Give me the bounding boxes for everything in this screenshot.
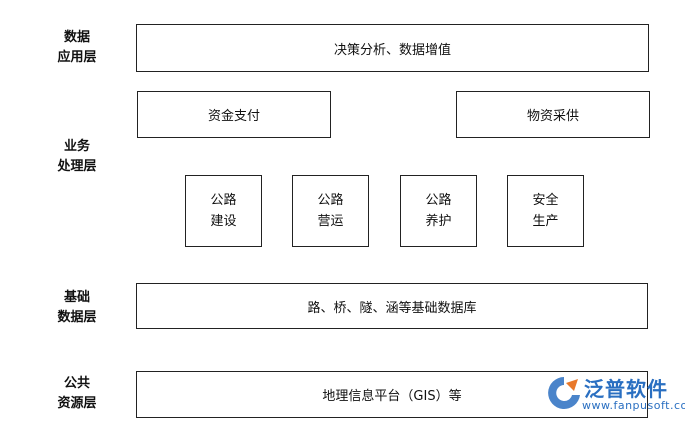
funds-payment-label: 资金支付 [207,109,260,124]
funds-payment-box: 资金支付 [137,91,331,138]
layer-label-app: 数据 应用层 [57,30,97,65]
gis-platform-label: 地理信息平台（GIS）等 [322,389,462,404]
watermark-url: www.fanpusoft.com [582,399,685,412]
decision-analysis-label: 决策分析、数据增值 [333,42,451,58]
road-operation-line1: 公路 [317,193,344,208]
layer-label-public: 公共 资源层 [57,376,97,411]
materials-procurement-box: 物资采供 [456,91,650,138]
safety-production-box: 安全 生产 [507,175,584,247]
road-construction-box: 公路 建设 [185,175,262,247]
layer-label-business: 业务 处理层 [57,139,97,174]
watermark-brand: 泛普软件 [584,377,668,401]
decision-analysis-box: 决策分析、数据增值 [136,24,649,72]
base-database-box: 路、桥、隧、涵等基础数据库 [136,283,648,329]
road-maintenance-box: 公路 养护 [400,175,477,247]
road-operation-line2: 营运 [317,214,344,229]
safety-production-line1: 安全 [532,193,559,208]
road-maintenance-line2: 养护 [425,214,452,229]
road-construction-line2: 建设 [210,214,237,229]
fanpu-logo-icon [548,377,580,409]
materials-procurement-label: 物资采供 [526,109,579,124]
layer-label-base: 基础 数据层 [57,290,97,325]
safety-production-line2: 生产 [532,214,559,229]
base-database-label: 路、桥、隧、涵等基础数据库 [307,300,477,316]
fanpu-watermark: 泛普软件 www.fanpusoft.com [544,371,685,419]
road-construction-line1: 公路 [210,193,237,208]
road-maintenance-line1: 公路 [425,193,452,208]
road-operation-box: 公路 营运 [292,175,369,247]
